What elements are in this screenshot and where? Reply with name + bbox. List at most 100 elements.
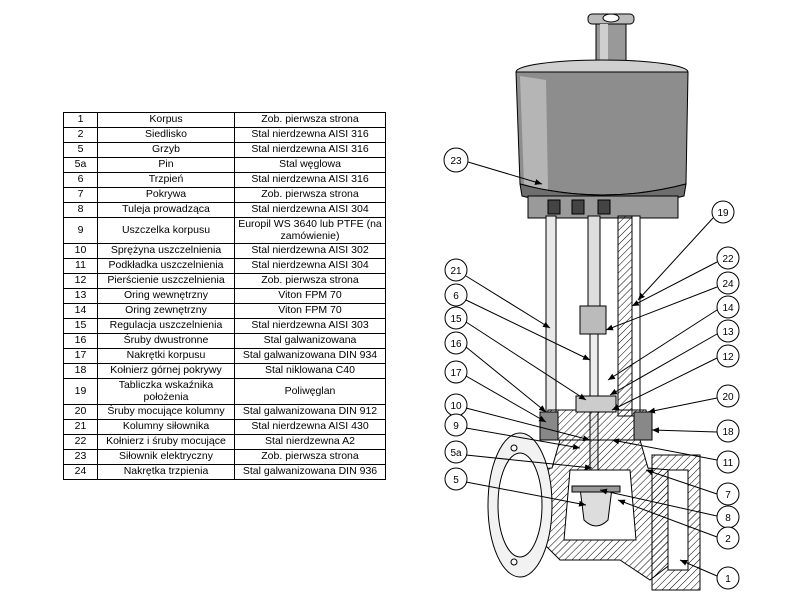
callout-5a: 5a	[444, 440, 593, 471]
part-name-cell: Uszczelka korpusu	[97, 217, 235, 244]
svg-text:22: 22	[722, 254, 734, 265]
svg-text:24: 24	[722, 279, 734, 290]
part-material-cell: Stal nierdzewna AISI 430	[234, 419, 386, 435]
part-number-cell: 24	[63, 464, 98, 480]
part-number-cell: 19	[63, 378, 98, 405]
part-name-cell: Pierścienie uszczelnienia	[97, 273, 235, 289]
part-material-cell: Stal nierdzewna AISI 303	[234, 318, 386, 334]
callout-20: 20	[647, 384, 740, 414]
part-number-cell: 2	[63, 127, 98, 143]
part-material-cell: Stal nierdzewna AISI 302	[234, 243, 386, 259]
part-name-cell: Oring zewnętrzny	[97, 303, 235, 319]
callout-15: 15	[444, 306, 587, 401]
callout-19: 19	[637, 200, 735, 301]
part-name-cell: Podkładka uszczelnienia	[97, 258, 235, 274]
part-number-cell: 20	[63, 404, 98, 420]
callout-14: 14	[607, 295, 740, 381]
svg-text:19: 19	[717, 208, 729, 219]
part-number-cell: 12	[63, 273, 98, 289]
part-name-cell: Siedlisko	[97, 127, 235, 143]
part-name-cell: Pin	[97, 157, 235, 173]
svg-text:1: 1	[725, 574, 731, 585]
svg-text:7: 7	[725, 490, 731, 501]
svg-text:21: 21	[450, 266, 462, 277]
part-name-cell: Pokrywa	[97, 187, 235, 203]
part-material-cell: Stal węglowa	[234, 157, 386, 173]
callout-8: 8	[599, 488, 740, 529]
part-material-cell: Stal galwanizowana	[234, 333, 386, 349]
callout-7: 7	[645, 469, 740, 506]
part-material-cell: Viton FPM 70	[234, 288, 386, 304]
part-material-cell: Zob. pierwsza strona	[234, 449, 386, 465]
part-name-cell: Tuleja prowadząca	[97, 202, 235, 218]
handwheel-knob	[587, 13, 635, 65]
svg-text:10: 10	[450, 401, 462, 412]
callout-1: 1	[679, 559, 740, 590]
part-number-cell: 14	[63, 303, 98, 319]
svg-text:12: 12	[722, 352, 734, 363]
svg-text:13: 13	[722, 327, 734, 338]
svg-text:5a: 5a	[450, 448, 462, 459]
part-material-cell: Zob. pierwsza strona	[234, 112, 386, 128]
part-material-cell: Stal niklowana C40	[234, 363, 386, 379]
callout-5: 5	[444, 467, 587, 507]
part-number-cell: 17	[63, 348, 98, 364]
svg-text:14: 14	[722, 303, 734, 314]
svg-text:17: 17	[450, 368, 462, 379]
callout-2: 2	[617, 499, 740, 550]
callout-9: 9	[444, 413, 581, 450]
part-material-cell: Zob. pierwsza strona	[234, 273, 386, 289]
svg-text:5: 5	[453, 475, 459, 486]
callout-23: 23	[443, 147, 543, 185]
valve-body	[487, 432, 701, 591]
callout-22: 22	[631, 246, 740, 307]
part-number-cell: 11	[63, 258, 98, 274]
part-material-cell: Stal nierdzewna AISI 316	[234, 142, 386, 158]
part-name-cell: Kolumny siłownika	[97, 419, 235, 435]
callout-13: 13	[609, 319, 740, 396]
svg-text:18: 18	[722, 427, 734, 438]
part-number-cell: 5a	[63, 157, 98, 173]
callout-6: 6	[444, 283, 591, 361]
valve-exploded-drawing: 23 21 6 15 16 17 10	[443, 13, 740, 591]
part-material-cell: Viton FPM 70	[234, 303, 386, 319]
part-name-cell: Grzyb	[97, 142, 235, 158]
callout-18: 18	[651, 419, 740, 443]
part-number-cell: 13	[63, 288, 98, 304]
part-number-cell: 9	[63, 217, 98, 244]
part-name-cell: Kołnierz górnej pokrywy	[97, 363, 235, 379]
callouts: 23 21 6 15 16 17 10	[443, 147, 740, 590]
part-material-cell: Poliwęglan	[234, 378, 386, 405]
part-name-cell: Sprężyna uszczelnienia	[97, 243, 235, 259]
part-material-cell: Stal galwanizowana DIN 936	[234, 464, 386, 480]
svg-text:8: 8	[725, 513, 731, 524]
part-material-cell: Stal nierdzewna AISI 316	[234, 172, 386, 188]
part-number-cell: 5	[63, 142, 98, 158]
actuator-columns	[545, 215, 641, 417]
part-name-cell: Oring wewnętrzny	[97, 288, 235, 304]
callout-11: 11	[611, 438, 740, 474]
part-name-cell: Kołnierz i śruby mocujące	[97, 434, 235, 450]
svg-text:6: 6	[453, 291, 459, 302]
part-number-cell: 22	[63, 434, 98, 450]
svg-text:16: 16	[450, 339, 462, 350]
part-number-cell: 15	[63, 318, 98, 334]
part-name-cell: Nakrętka trzpienia	[97, 464, 235, 480]
callout-21: 21	[444, 258, 551, 329]
part-name-cell: Śruby mocujące kolumny	[97, 404, 235, 420]
part-number-cell: 10	[63, 243, 98, 259]
svg-text:20: 20	[722, 392, 734, 403]
